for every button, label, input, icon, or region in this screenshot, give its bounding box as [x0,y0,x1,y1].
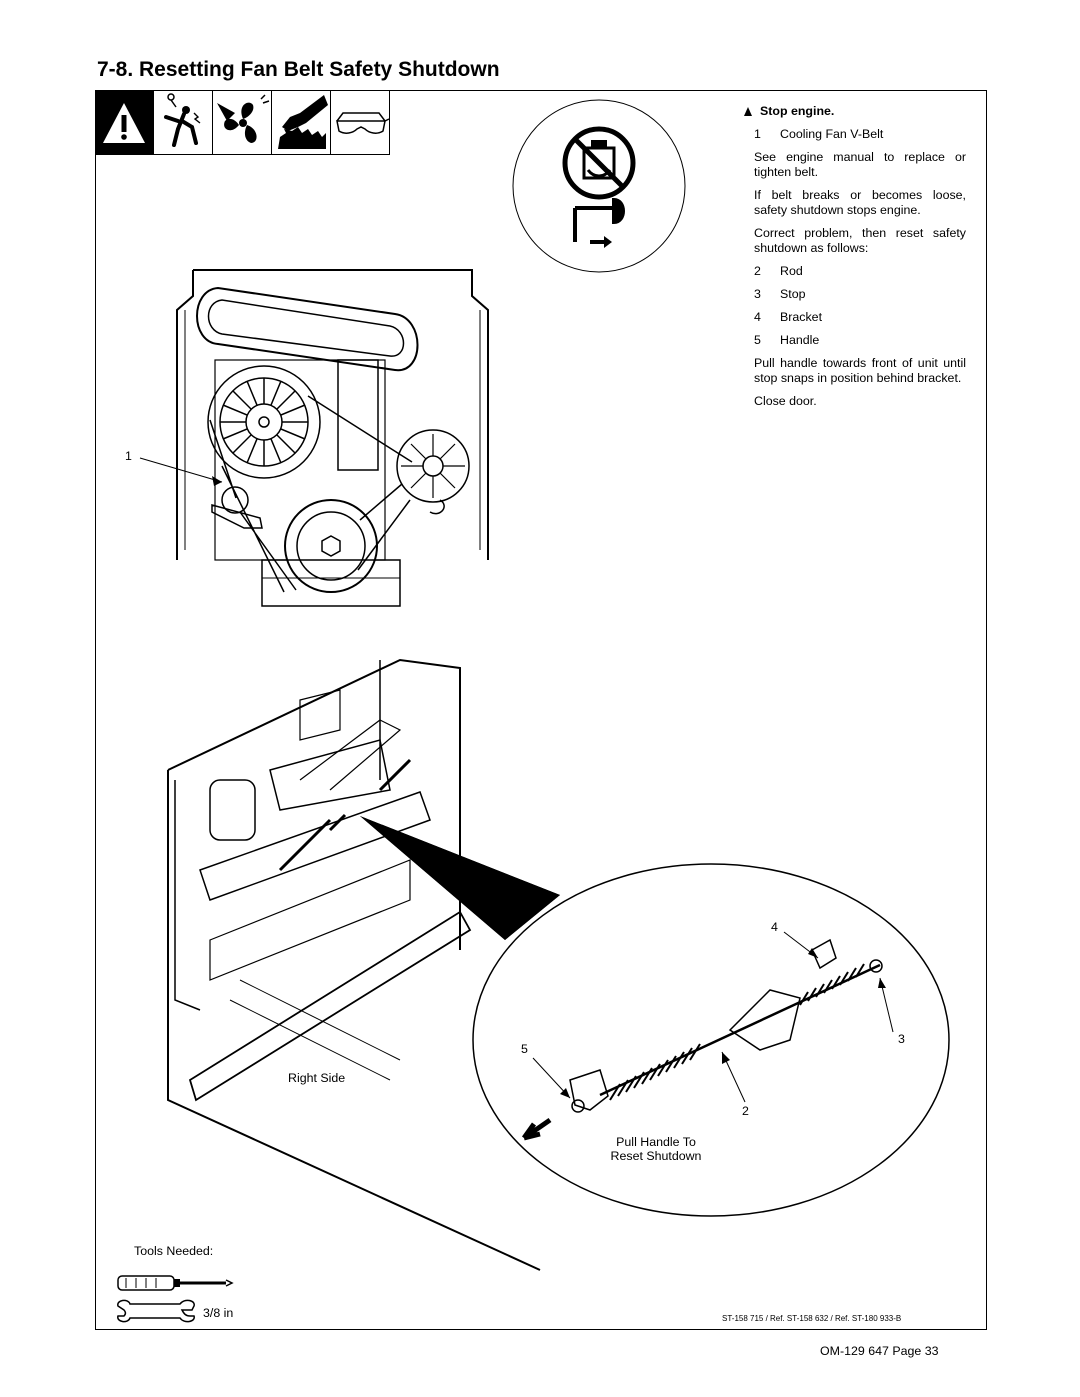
stop-engine-heading: Stop engine. [744,104,966,119]
section-frame [95,90,987,1330]
item-number: 2 [754,264,761,278]
item-number: 1 [754,127,761,141]
list-item: 1 Cooling Fan V-Belt [754,127,966,142]
wrench-size: 3/8 in [203,1306,234,1320]
page-title: 7-8. Resetting Fan Belt Safety Shutdown [97,58,500,81]
item-label: Cooling Fan V-Belt [780,127,884,141]
paragraph: Correct problem, then reset safety shutd… [754,226,966,255]
page-number: OM-129 647 Page 33 [820,1344,939,1358]
callout-5: 5 [521,1042,528,1056]
list-item: 4 Bracket [754,310,966,325]
list-item: 5 Handle [754,333,966,348]
safety-glasses-icon [331,91,390,155]
item-label: Rod [780,264,803,278]
paragraph: If belt breaks or becomes loose, safety … [754,188,966,217]
warning-icon [95,91,154,155]
paragraph: See engine manual to replace or tighten … [754,150,966,179]
electric-shock-icon [154,91,213,155]
item-number: 5 [754,333,761,347]
instruction-text: Stop engine. 1 Cooling Fan V-Belt See en… [744,104,966,417]
drawing-reference: ST-158 715 / Ref. ST-158 632 / Ref. ST-1… [722,1314,902,1323]
callout-2: 2 [742,1104,749,1118]
hazard-strip [95,91,390,155]
callout-4: 4 [771,920,778,934]
callout-3: 3 [898,1032,905,1046]
list-item: 3 Stop [754,287,966,302]
paragraph: Close door. [754,394,817,408]
item-label: Stop [780,287,806,301]
pull-handle-caption: Pull Handle To Reset Shutdown [596,1135,716,1163]
screwdriver-icon [117,1275,234,1291]
tools-needed-label: Tools Needed: [134,1244,214,1258]
pull-caption-line1: Pull Handle To [616,1135,696,1149]
fan-hazard-icon [213,91,272,155]
item-label: Bracket [780,310,823,324]
item-number: 4 [754,310,761,324]
list-item: 2 Rod [754,264,966,279]
item-number: 3 [754,287,761,301]
hot-parts-icon [272,91,331,155]
wrench-icon [117,1299,195,1323]
right-side-caption: Right Side [288,1071,346,1085]
item-label: Handle [780,333,820,347]
paragraph: Pull handle towards front of unit until … [754,356,966,385]
pull-caption-line2: Reset Shutdown [610,1149,702,1163]
callout-1: 1 [125,449,132,463]
